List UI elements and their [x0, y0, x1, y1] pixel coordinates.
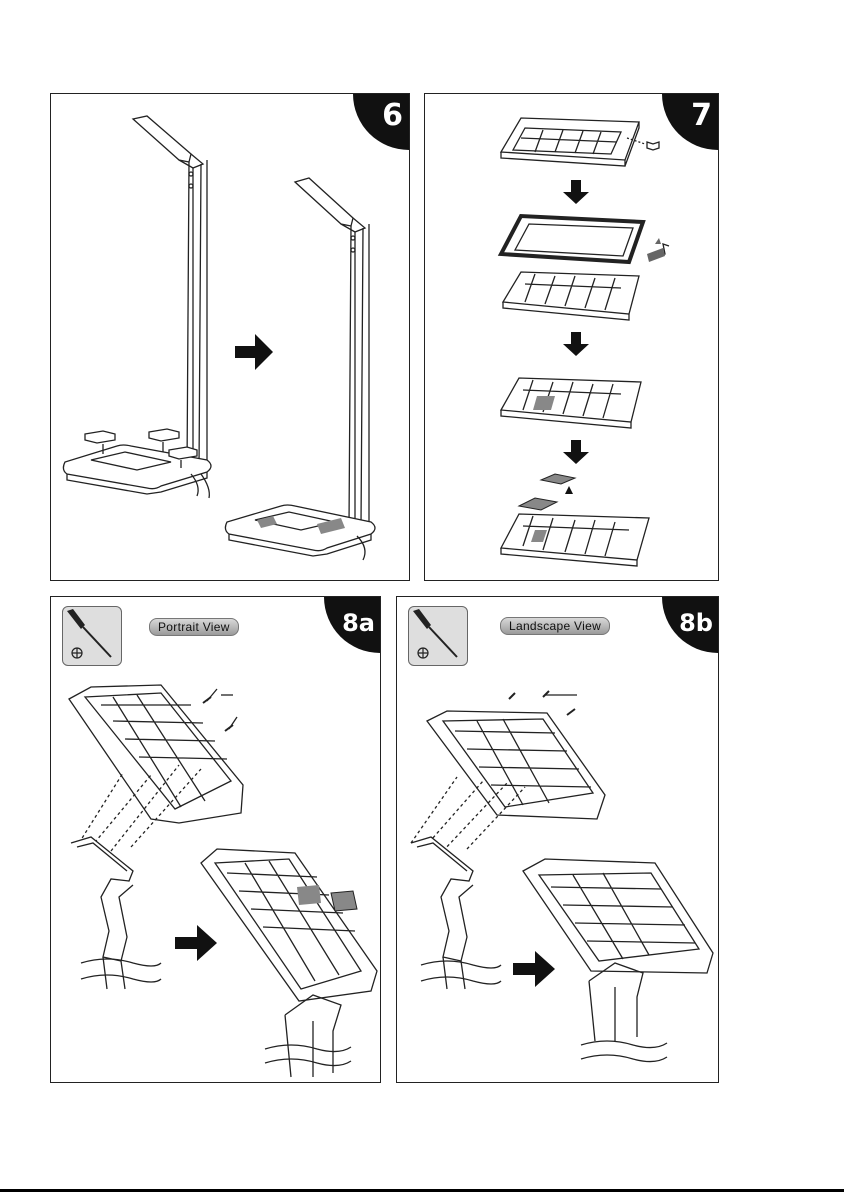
lamp-stand-assembly-illustration: [51, 94, 410, 581]
landscape-mount-illustration: [397, 597, 719, 1083]
down-arrow-icon: [563, 332, 589, 356]
step-number: 8b: [679, 603, 713, 643]
step-number: 6: [382, 96, 403, 136]
frame-disassembly-illustration: [425, 94, 719, 581]
right-arrow-icon: [235, 334, 273, 370]
step-8a-panel: Portrait View 8a: [50, 596, 381, 1083]
down-arrow-icon: [563, 180, 589, 204]
step-number: 7: [691, 96, 712, 136]
step-6-panel: 6: [50, 93, 410, 581]
right-arrow-icon: [513, 951, 555, 987]
right-arrow-icon: [175, 925, 217, 961]
portrait-mount-illustration: [51, 597, 381, 1083]
step-7-panel: 7: [424, 93, 719, 581]
step-8b-panel: Landscape View 8b: [396, 596, 719, 1083]
step-number: 8a: [342, 603, 375, 643]
down-arrow-icon: [563, 440, 589, 464]
